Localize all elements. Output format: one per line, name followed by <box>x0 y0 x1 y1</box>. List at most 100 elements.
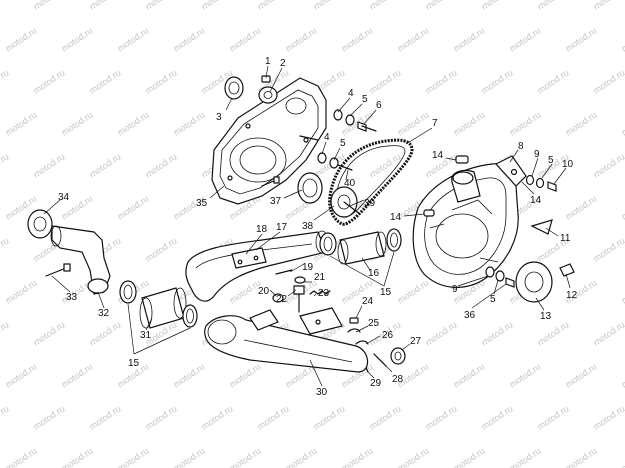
watermark-text: motod.ru <box>312 403 347 431</box>
drive-pulley-hub <box>330 186 361 218</box>
watermark-text: motod.ru <box>368 67 403 95</box>
watermark-text: motod.ru <box>424 403 459 431</box>
callout-40: 40 <box>344 178 356 189</box>
cover-bracket <box>495 155 527 187</box>
watermark-text: motod.ru <box>32 319 67 347</box>
watermark-text: motod.ru <box>32 0 67 12</box>
watermark-text: motod.ru <box>536 403 571 431</box>
watermark-text: motod.ru <box>0 235 11 263</box>
watermark-text: motod.ru <box>396 109 431 137</box>
intake-duct-stub <box>451 169 481 203</box>
watermark-text: motod.ru <box>620 361 625 389</box>
callout-6: 6 <box>376 100 382 111</box>
callout-15b: 15 <box>380 287 392 298</box>
watermark-text: motod.ru <box>620 25 625 53</box>
watermark-text: motod.ru <box>4 445 39 468</box>
watermark-text: motod.ru <box>452 109 487 137</box>
callout-37: 37 <box>270 196 282 207</box>
watermark-text: motod.ru <box>452 25 487 53</box>
duct-bolt <box>45 263 71 277</box>
watermark-text: motod.ru <box>536 0 571 12</box>
watermark-text: motod.ru <box>144 67 179 95</box>
callout-21: 21 <box>314 272 326 283</box>
drive-belt <box>328 138 414 226</box>
callout-1: 1 <box>265 56 271 67</box>
callout-14c: 14 <box>390 212 402 223</box>
watermark-text: motod.ru <box>200 403 235 431</box>
small-washer <box>272 293 284 303</box>
callout-38: 38 <box>302 221 314 232</box>
callout-7: 7 <box>432 118 438 129</box>
watermark-text: motod.ru <box>144 235 179 263</box>
watermark-text: motod.ru <box>144 403 179 431</box>
watermark-text: motod.ru <box>32 151 67 179</box>
watermark-text: motod.ru <box>396 25 431 53</box>
duct-seal-ring <box>27 209 53 239</box>
bolt-washer-set-upper <box>333 109 377 132</box>
watermark-text: motod.ru <box>88 403 123 431</box>
callout-28: 28 <box>392 374 404 385</box>
watermark-text: motod.ru <box>340 445 375 468</box>
watermark-text: motod.ru <box>452 445 487 468</box>
watermark-text: motod.ru <box>480 319 515 347</box>
cover-screw <box>261 176 280 187</box>
watermark-text: motod.ru <box>592 235 625 263</box>
callout-26: 26 <box>382 330 394 341</box>
cover-seal-ring <box>515 261 553 303</box>
callout-5b: 5 <box>340 138 346 149</box>
callout-14b: 14 <box>530 195 542 206</box>
watermark-text: motod.ru <box>508 109 543 137</box>
watermark-text: motod.ru <box>60 25 95 53</box>
callout-16: 16 <box>368 268 380 279</box>
watermark-text: motod.ru <box>0 319 11 347</box>
watermark-text: motod.ru <box>116 25 151 53</box>
watermark-text: motod.ru <box>452 361 487 389</box>
watermark-text: motod.ru <box>592 0 625 12</box>
callout-29: 29 <box>370 378 382 389</box>
watermark-text: motod.ru <box>32 67 67 95</box>
callout-34: 34 <box>58 192 70 203</box>
inner-cover-plate <box>211 77 327 205</box>
watermark-text: motod.ru <box>368 403 403 431</box>
cover-pin <box>423 155 469 217</box>
watermark-text: motod.ru <box>60 445 95 468</box>
callout-33: 33 <box>66 292 78 303</box>
bolt-washer-set-middle <box>299 135 353 171</box>
leader-lines <box>43 65 571 387</box>
watermark-text: motod.ru <box>88 0 123 12</box>
watermark-text: motod.ru <box>564 25 599 53</box>
watermark-text: motod.ru <box>60 109 95 137</box>
watermark-text: motod.ru <box>536 67 571 95</box>
pulley-seal <box>297 172 323 204</box>
watermark-text: motod.ru <box>228 445 263 468</box>
watermark-text: motod.ru <box>620 193 625 221</box>
callout-4b: 4 <box>324 132 330 143</box>
tube-screw <box>275 269 293 275</box>
watermark-text: motod.ru <box>480 0 515 12</box>
watermark-text: motod.ru <box>284 445 319 468</box>
callout-10: 10 <box>562 159 574 170</box>
callout-35: 35 <box>196 198 208 209</box>
callout-11: 11 <box>560 233 571 244</box>
watermark-text: motod.ru <box>32 403 67 431</box>
watermark-text: motod.ru <box>4 361 39 389</box>
watermark-text: motod.ru <box>508 25 543 53</box>
watermark-text: motod.ru <box>368 0 403 12</box>
watermark-text: motod.ru <box>312 0 347 12</box>
watermark-text: motod.ru <box>592 319 625 347</box>
watermark-text: motod.ru <box>60 361 95 389</box>
watermark-text: motod.ru <box>564 109 599 137</box>
watermark-text: motod.ru <box>4 277 39 305</box>
grommet-27 <box>390 347 406 365</box>
clip-25 <box>347 328 361 333</box>
pin-28 <box>373 353 387 367</box>
mounting-bracket <box>231 247 267 269</box>
watermark-text: motod.ru <box>228 361 263 389</box>
callout-39: 39 <box>364 198 376 209</box>
watermark-text: motod.ru <box>620 277 625 305</box>
callout-36: 36 <box>464 310 476 321</box>
callout-23: 23 <box>318 288 330 299</box>
cover-bolt-right <box>525 174 557 192</box>
watermark-text: motod.ru <box>116 193 151 221</box>
watermark-text: motod.ru <box>172 445 207 468</box>
